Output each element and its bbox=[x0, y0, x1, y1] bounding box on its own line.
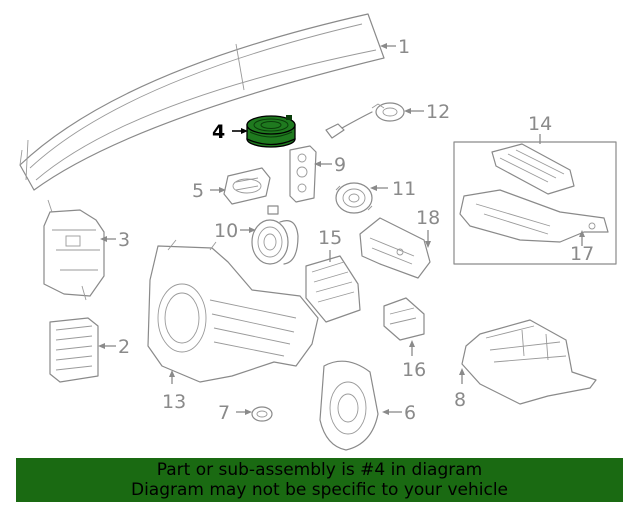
callout-8[interactable]: 8 bbox=[454, 389, 466, 411]
callout-7[interactable]: 7 bbox=[218, 402, 230, 424]
callout-11[interactable]: 11 bbox=[392, 178, 416, 200]
part-11-tweeter[interactable] bbox=[335, 182, 373, 214]
arrow-8 bbox=[459, 368, 465, 375]
part-12-connector[interactable] bbox=[325, 102, 405, 139]
part-14-module[interactable] bbox=[491, 143, 575, 195]
part-3-module[interactable] bbox=[43, 199, 105, 301]
part-4-speaker-highlighted[interactable] bbox=[246, 115, 296, 148]
callout-10[interactable]: 10 bbox=[214, 220, 238, 242]
arrow-3 bbox=[100, 236, 107, 242]
arrow-2 bbox=[98, 343, 105, 349]
callout-13[interactable]: 13 bbox=[162, 391, 186, 413]
callout-6[interactable]: 6 bbox=[404, 402, 416, 424]
arrow-10 bbox=[249, 227, 256, 233]
callout-2[interactable]: 2 bbox=[118, 336, 130, 358]
callout-5[interactable]: 5 bbox=[192, 180, 204, 202]
arrow-7 bbox=[245, 409, 252, 415]
part-8-housing[interactable] bbox=[461, 319, 597, 405]
parts-diagram: 1 12 4 9 5 bbox=[19, 13, 617, 451]
arrow-11 bbox=[370, 185, 377, 191]
arrow-12 bbox=[404, 108, 411, 114]
callout-12[interactable]: 12 bbox=[426, 101, 450, 123]
callout-9[interactable]: 9 bbox=[334, 154, 346, 176]
part-5-cover[interactable] bbox=[223, 167, 271, 205]
part-18-bracket[interactable] bbox=[359, 217, 431, 279]
arrow-17 bbox=[579, 230, 585, 237]
part-13-subwoofer-enclosure[interactable] bbox=[147, 239, 319, 383]
banner-line-1: Part or sub-assembly is #4 in diagram bbox=[156, 460, 483, 480]
part-6-door-speaker[interactable] bbox=[319, 360, 379, 451]
arrow-16 bbox=[409, 340, 415, 347]
arrow-18 bbox=[425, 241, 431, 248]
callout-16[interactable]: 16 bbox=[402, 359, 426, 381]
part-10-speaker[interactable] bbox=[251, 205, 299, 265]
callout-3[interactable]: 3 bbox=[118, 229, 130, 251]
part-2-amplifier[interactable] bbox=[49, 317, 99, 383]
inset-box bbox=[453, 141, 617, 265]
callout-18[interactable]: 18 bbox=[416, 207, 440, 229]
callout-1[interactable]: 1 bbox=[398, 36, 410, 58]
arrow-1 bbox=[380, 43, 387, 49]
part-7-grommet[interactable] bbox=[251, 406, 273, 422]
arrow-13 bbox=[169, 370, 175, 377]
callout-17[interactable]: 17 bbox=[570, 243, 594, 265]
part-15-module[interactable] bbox=[305, 255, 361, 323]
part-16-bracket[interactable] bbox=[383, 297, 425, 341]
arrow-5 bbox=[219, 187, 226, 193]
part-17-bracket[interactable] bbox=[459, 189, 609, 243]
info-banner: Part or sub-assembly is #4 in diagram Di… bbox=[16, 458, 623, 502]
callout-4[interactable]: 4 bbox=[212, 121, 225, 143]
callout-15[interactable]: 15 bbox=[318, 227, 342, 249]
arrow-4 bbox=[241, 128, 248, 134]
part-1-glass-panel[interactable] bbox=[19, 13, 385, 191]
arrow-9 bbox=[314, 161, 321, 167]
part-9-bracket[interactable] bbox=[289, 145, 317, 203]
callout-14[interactable]: 14 bbox=[528, 113, 552, 135]
arrow-6 bbox=[382, 409, 389, 415]
banner-line-2: Diagram may not be specific to your vehi… bbox=[130, 480, 508, 500]
